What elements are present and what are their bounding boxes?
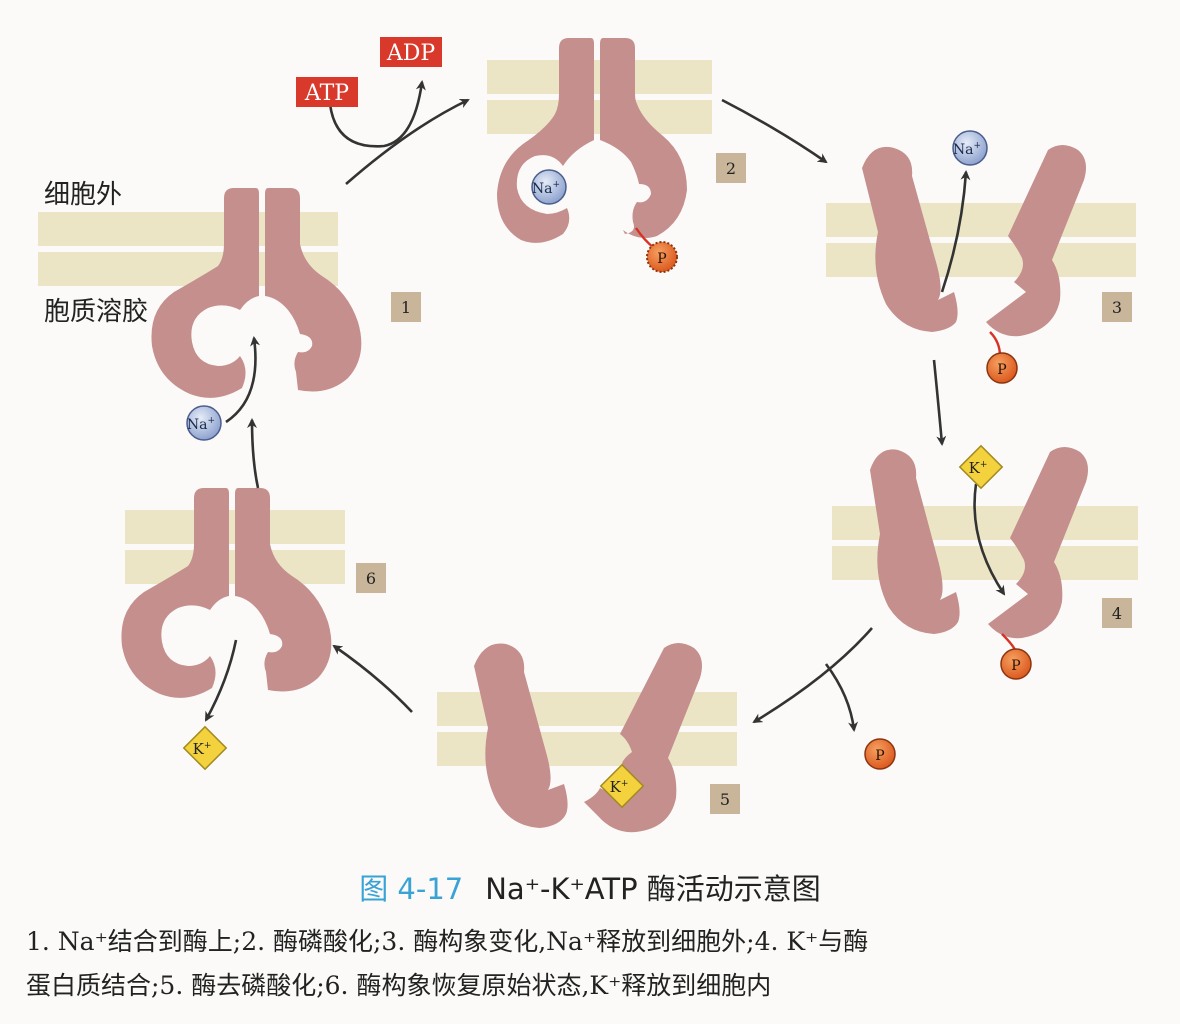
svg-text:3: 3 <box>1112 298 1122 317</box>
arrow-2-to-3 <box>721 98 828 164</box>
svg-text:K+: K+ <box>969 459 988 477</box>
na-k-atpase-cycle-diagram: ATP ADP 细胞外 胞质溶胶 1 2 3 4 5 6 Na+ Na+ Na+ <box>38 37 1138 833</box>
svg-text:2: 2 <box>726 159 736 178</box>
arrow-6-to-1 <box>247 418 260 489</box>
protein-state-1 <box>151 188 362 398</box>
figure-title: Na⁺-K⁺ATP 酶活动示意图 <box>485 872 821 906</box>
potassium-ion-state-5: K+ <box>599 763 645 809</box>
figure-legend: 1. Na⁺结合到酶上;2. 酶磷酸化;3. 酶构象变化,Na⁺释放到细胞外;4… <box>26 920 1166 1008</box>
figure-caption: 图 4-17 Na⁺-K⁺ATP 酶活动示意图 <box>0 866 1180 908</box>
svg-text:K+: K+ <box>193 740 212 758</box>
phosphate-released: P <box>864 738 896 770</box>
svg-text:K+: K+ <box>610 778 629 796</box>
step-box-3: 3 <box>1102 292 1132 322</box>
membrane-3 <box>826 203 1136 277</box>
arrow-4-to-5 <box>752 627 873 724</box>
arrow-3-to-4 <box>932 359 947 446</box>
potassium-ion-state-6: K+ <box>182 725 228 771</box>
svg-text:P: P <box>657 251 666 267</box>
protein-state-3 <box>862 145 1086 337</box>
step-box-5: 5 <box>710 784 740 814</box>
protein-state-6 <box>121 488 332 698</box>
svg-text:Na+: Na+ <box>953 141 981 158</box>
sodium-ion-state-3: Na+ <box>952 130 988 166</box>
arrow-5-to-6 <box>332 644 413 713</box>
protein-state-2 <box>497 38 687 243</box>
figure-number: 图 4-17 <box>359 872 464 906</box>
sodium-ion-state-2: Na+ <box>531 169 567 205</box>
svg-text:P: P <box>1011 658 1020 674</box>
svg-text:Na+: Na+ <box>532 180 560 197</box>
arrow-atp-to-adp <box>328 80 426 148</box>
adp-label: ADP <box>386 41 436 66</box>
label-cytosol: 胞质溶胶 <box>44 297 148 327</box>
arrow-na-release <box>940 170 971 293</box>
svg-text:P: P <box>875 748 884 764</box>
phosphate-link-3 <box>989 331 1002 357</box>
arrow-na-binding <box>225 336 261 424</box>
adp-box: ADP <box>380 37 442 67</box>
phosphate-state-4: P <box>1000 648 1032 680</box>
protein-state-4 <box>870 447 1088 639</box>
arrow-k-release <box>204 639 238 722</box>
svg-text:6: 6 <box>366 569 376 588</box>
membrane-2 <box>487 60 712 134</box>
step-box-1: 1 <box>391 292 421 322</box>
atp-box: ATP <box>296 77 358 107</box>
phosphate-state-2: P <box>646 241 678 273</box>
svg-text:4: 4 <box>1112 604 1122 623</box>
legend-line-2: 蛋白质结合;5. 酶去磷酸化;6. 酶构象恢复原始状态,K⁺释放到细胞内 <box>26 971 772 1000</box>
protein-state-5 <box>474 643 702 833</box>
step-box-4: 4 <box>1102 598 1132 628</box>
svg-text:5: 5 <box>720 790 730 809</box>
svg-text:Na+: Na+ <box>187 416 215 433</box>
atp-label: ATP <box>304 81 349 106</box>
svg-text:P: P <box>997 362 1006 378</box>
legend-line-1: 1. Na⁺结合到酶上;2. 酶磷酸化;3. 酶构象变化,Na⁺释放到细胞外;4… <box>26 927 869 956</box>
arrow-phosphate-release <box>824 663 859 732</box>
step-box-2: 2 <box>716 153 746 183</box>
membrane-5 <box>437 692 737 766</box>
phosphate-state-3: P <box>986 352 1018 384</box>
step-box-6: 6 <box>356 563 386 593</box>
potassium-ion-state-4: K+ <box>958 444 1004 490</box>
svg-text:1: 1 <box>401 298 411 317</box>
label-extracellular: 细胞外 <box>44 180 122 210</box>
arrow-1-to-2 <box>345 98 470 185</box>
sodium-ion-state-6: Na+ <box>186 405 222 441</box>
arrow-k-binding <box>973 483 1006 596</box>
cycle-arrows <box>204 80 1006 732</box>
